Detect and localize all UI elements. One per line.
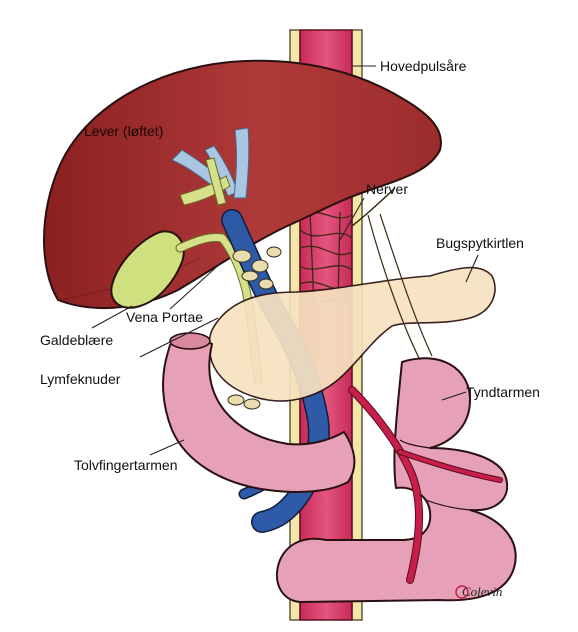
mesenteric-artery (348, 386, 503, 584)
signature-text: Colevin (462, 584, 502, 599)
label-nerves: Nerver (366, 181, 408, 197)
label-aorta: Hovedpulsåre (380, 58, 467, 74)
label-pancreas: Bugspytkirtlen (436, 235, 524, 251)
leader-lines (91, 65, 479, 456)
label-duodenum: Tolvfingertarmen (74, 457, 178, 473)
nerve-fibres (367, 213, 433, 361)
label-portal-vein: Vena Portae (126, 309, 203, 325)
label-liver: Lever (løftet) (84, 123, 163, 139)
label-lymph-nodes: Lymfeknuder (40, 371, 121, 387)
label-small-intestine: Tyndtarmen (466, 384, 540, 400)
artist-signature: Colevin (455, 584, 502, 599)
label-gallbladder: Galdeblære (40, 332, 113, 348)
pancreas (208, 266, 496, 402)
lymph-nodes (227, 246, 282, 410)
small-intestine (275, 357, 517, 603)
liver-hilum-vessels (171, 127, 250, 206)
